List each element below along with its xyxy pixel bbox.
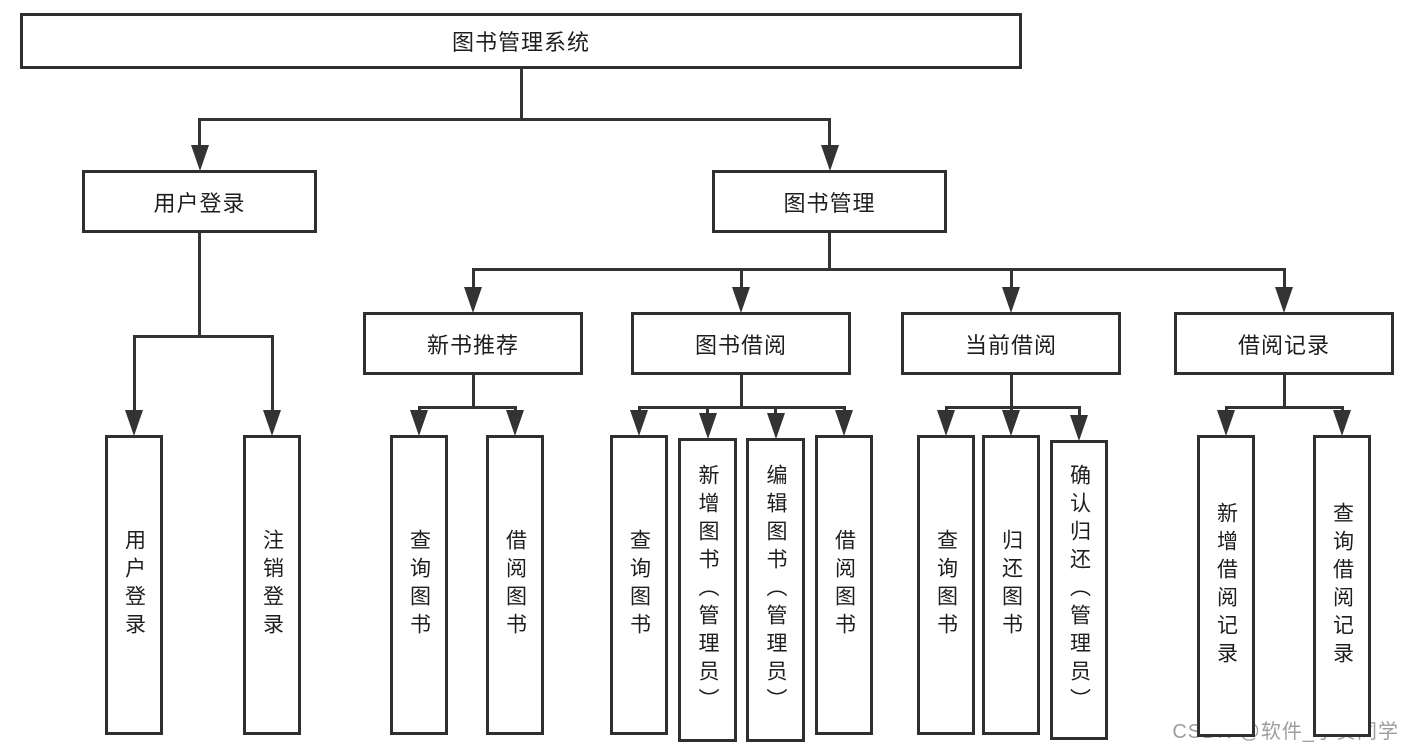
- node-label: 新增图书（管理员）: [696, 464, 719, 716]
- node-label: 用户登录: [153, 190, 246, 216]
- connector-line: [637, 406, 846, 409]
- node-logout: 注销登录: [243, 435, 301, 735]
- connector-line: [1077, 406, 1081, 420]
- node-query-borrow-record: 查询借阅记录: [1313, 435, 1371, 737]
- connector-line: [270, 335, 274, 415]
- node-label: 注销登录: [260, 529, 284, 641]
- arrow-down-icon: [630, 410, 648, 436]
- node-label: 查询图书: [934, 529, 958, 641]
- node-label: 图书管理系统: [451, 30, 590, 55]
- connector-line: [132, 335, 274, 338]
- arrow-down-icon: [732, 287, 750, 313]
- connector-line: [1009, 268, 1013, 292]
- connector-line: [706, 406, 709, 418]
- connector-line: [774, 406, 777, 418]
- arrow-down-icon: [1217, 410, 1235, 436]
- connector-line: [198, 118, 201, 150]
- node-label: 图书管理: [783, 190, 876, 216]
- node-edit-books-admin: 编辑图书（管理员）: [746, 438, 805, 742]
- node-label: 查询图书: [627, 529, 651, 641]
- node-user-login: 用户登录: [105, 435, 163, 735]
- connector-line: [417, 406, 517, 409]
- node-query-books: 查询图书: [610, 435, 668, 735]
- arrow-down-icon: [506, 410, 524, 436]
- node-add-borrow-record: 新增借阅记录: [1197, 435, 1255, 737]
- arrow-down-icon: [1002, 410, 1020, 436]
- node-borrow-books: 借阅图书: [815, 435, 873, 735]
- arrow-down-icon: [835, 410, 853, 436]
- node-query-books: 查询图书: [390, 435, 448, 735]
- node-book-borrowing: 图书借阅: [631, 312, 851, 375]
- node-book-management-module: 图书管理: [712, 170, 947, 233]
- arrow-down-icon: [937, 410, 955, 436]
- arrow-down-icon: [766, 413, 785, 439]
- node-label: 借阅图书: [832, 529, 856, 641]
- node-label: 当前借阅: [964, 332, 1057, 358]
- arrow-down-icon: [1002, 287, 1020, 313]
- node-library-management-system: 图书管理系统: [20, 13, 1022, 69]
- node-new-book-recommendation: 新书推荐: [363, 312, 583, 375]
- connector-line: [828, 233, 831, 271]
- connector-line: [198, 233, 201, 338]
- connector-line: [944, 406, 1081, 409]
- connector-line: [519, 69, 523, 121]
- arrow-down-icon: [263, 410, 281, 436]
- arrow-down-icon: [820, 145, 839, 171]
- node-label: 确认归还（管理员）: [1067, 464, 1091, 716]
- connector-line: [828, 118, 831, 150]
- node-label: 新书推荐: [426, 332, 519, 358]
- connector-line: [1282, 375, 1286, 409]
- node-return-books: 归还图书: [982, 435, 1040, 735]
- node-borrow-books: 借阅图书: [486, 435, 544, 735]
- connector-line: [471, 375, 475, 409]
- node-label: 新增借阅记录: [1214, 502, 1238, 670]
- node-current-borrowing: 当前借阅: [901, 312, 1121, 375]
- node-label: 借阅记录: [1237, 332, 1330, 358]
- connector-line: [1282, 268, 1286, 292]
- node-label: 查询图书: [407, 529, 431, 641]
- arrow-down-icon: [1275, 287, 1293, 313]
- node-label: 查询借阅记录: [1330, 502, 1354, 670]
- arrow-down-icon: [1333, 410, 1351, 436]
- node-label: 图书借阅: [694, 332, 787, 358]
- connector-line: [198, 118, 831, 121]
- connector-line: [739, 268, 743, 292]
- node-label: 编辑图书（管理员）: [764, 464, 787, 716]
- connector-line: [471, 268, 475, 292]
- arrow-down-icon: [410, 410, 428, 436]
- connector-line: [132, 335, 136, 415]
- connector-line: [1009, 375, 1013, 409]
- connector-line: [471, 268, 1286, 271]
- arrow-down-icon: [190, 145, 209, 171]
- node-borrowing-records: 借阅记录: [1174, 312, 1394, 375]
- connector-line: [1224, 406, 1344, 409]
- node-confirm-return-admin: 确认归还（管理员）: [1050, 440, 1108, 740]
- arrow-down-icon: [698, 413, 717, 439]
- arrow-down-icon: [125, 410, 143, 436]
- node-query-books: 查询图书: [917, 435, 975, 735]
- node-label: 借阅图书: [503, 529, 527, 641]
- node-label: 归还图书: [999, 529, 1023, 641]
- node-label: 用户登录: [122, 529, 146, 641]
- arrow-down-icon: [464, 287, 482, 313]
- connector-line: [739, 375, 743, 409]
- node-user-login-module: 用户登录: [82, 170, 317, 233]
- arrow-down-icon: [1070, 415, 1088, 441]
- node-add-books-admin: 新增图书（管理员）: [678, 438, 737, 742]
